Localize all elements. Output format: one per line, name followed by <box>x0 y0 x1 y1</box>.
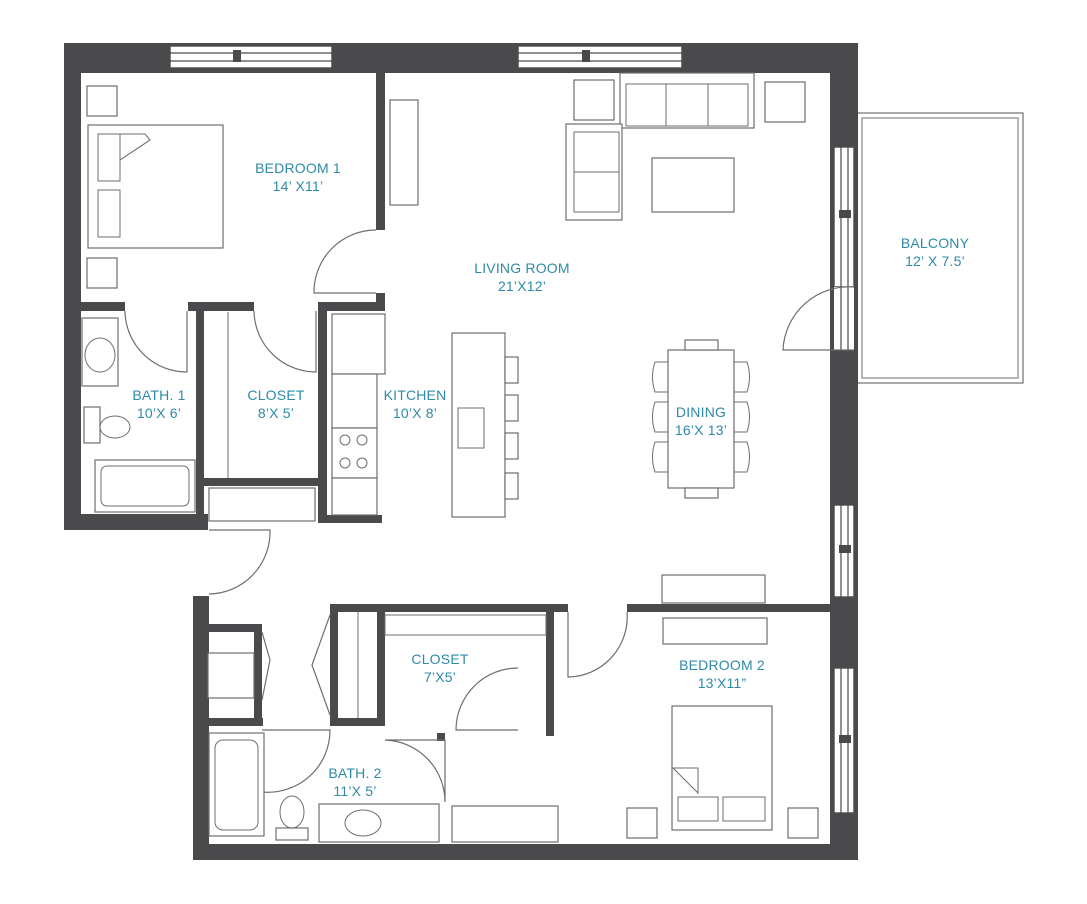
balcony-deck <box>856 112 1024 384</box>
bedroom1-name: BEDROOM 1 <box>255 160 341 176</box>
living-size: 21’X12’ <box>498 278 546 294</box>
room-label-bedroom1: BEDROOM 1 14’ X11’ <box>255 160 341 194</box>
bedroom1-size: 14’ X11’ <box>273 178 324 194</box>
balcony-name: BALCONY <box>901 235 970 251</box>
bath2-fixtures <box>208 732 559 843</box>
right-window-lower <box>833 667 855 814</box>
kitchen-name: KITCHEN <box>384 387 447 403</box>
room-label-bath2: BATH. 2 11’X 5’ <box>328 765 381 799</box>
right-window-upper <box>833 146 855 288</box>
closet2-size: 7’X5’ <box>424 669 456 685</box>
bath2-name: BATH. 2 <box>328 765 381 781</box>
room-label-bedroom2: BEDROOM 2 13’X11” <box>679 657 765 691</box>
bath2-size: 11’X 5’ <box>333 783 376 799</box>
bedroom1-furniture <box>86 85 419 289</box>
dining-furniture <box>652 339 750 499</box>
room-label-kitchen: KITCHEN 10’X 8’ <box>384 387 447 421</box>
balcony-size: 12’ X 7.5’ <box>905 253 965 269</box>
closet1-fixtures <box>208 312 766 604</box>
interior-walls <box>78 70 833 741</box>
top-window-right <box>517 45 683 69</box>
doors <box>124 229 855 803</box>
closet1-name: CLOSET <box>247 387 304 403</box>
bedroom2-name: BEDROOM 2 <box>679 657 765 673</box>
closet2-fixtures <box>207 612 547 718</box>
kitchen-size: 10’X 8’ <box>393 405 437 421</box>
bath1-fixtures <box>81 317 196 513</box>
dining-size: 16’X 13’ <box>675 422 727 438</box>
living-name: LIVING ROOM <box>474 260 570 276</box>
closet1-size: 8’X 5’ <box>258 405 294 421</box>
room-label-dining: DINING 16’X 13’ <box>675 404 727 438</box>
room-label-closet2: CLOSET 7’X5’ <box>411 651 468 685</box>
bath1-name: BATH. 1 <box>132 387 185 403</box>
closet2-name: CLOSET <box>411 651 468 667</box>
living-furniture <box>565 72 806 221</box>
bedroom2-furniture <box>626 617 819 839</box>
room-label-balcony: BALCONY 12’ X 7.5’ <box>901 235 970 269</box>
bedroom2-size: 13’X11” <box>698 675 747 691</box>
balcony-door-opening <box>834 287 854 350</box>
dining-name: DINING <box>676 404 726 420</box>
room-label-bath1: BATH. 1 10’X 6’ <box>132 387 185 421</box>
kitchen-fixtures <box>331 313 519 518</box>
bath1-size: 10’X 6’ <box>137 405 181 421</box>
top-window-left <box>169 45 333 69</box>
right-window-middle <box>833 504 855 598</box>
room-label-living: LIVING ROOM 21’X12’ <box>474 260 570 294</box>
room-label-closet1: CLOSET 8’X 5’ <box>247 387 304 421</box>
